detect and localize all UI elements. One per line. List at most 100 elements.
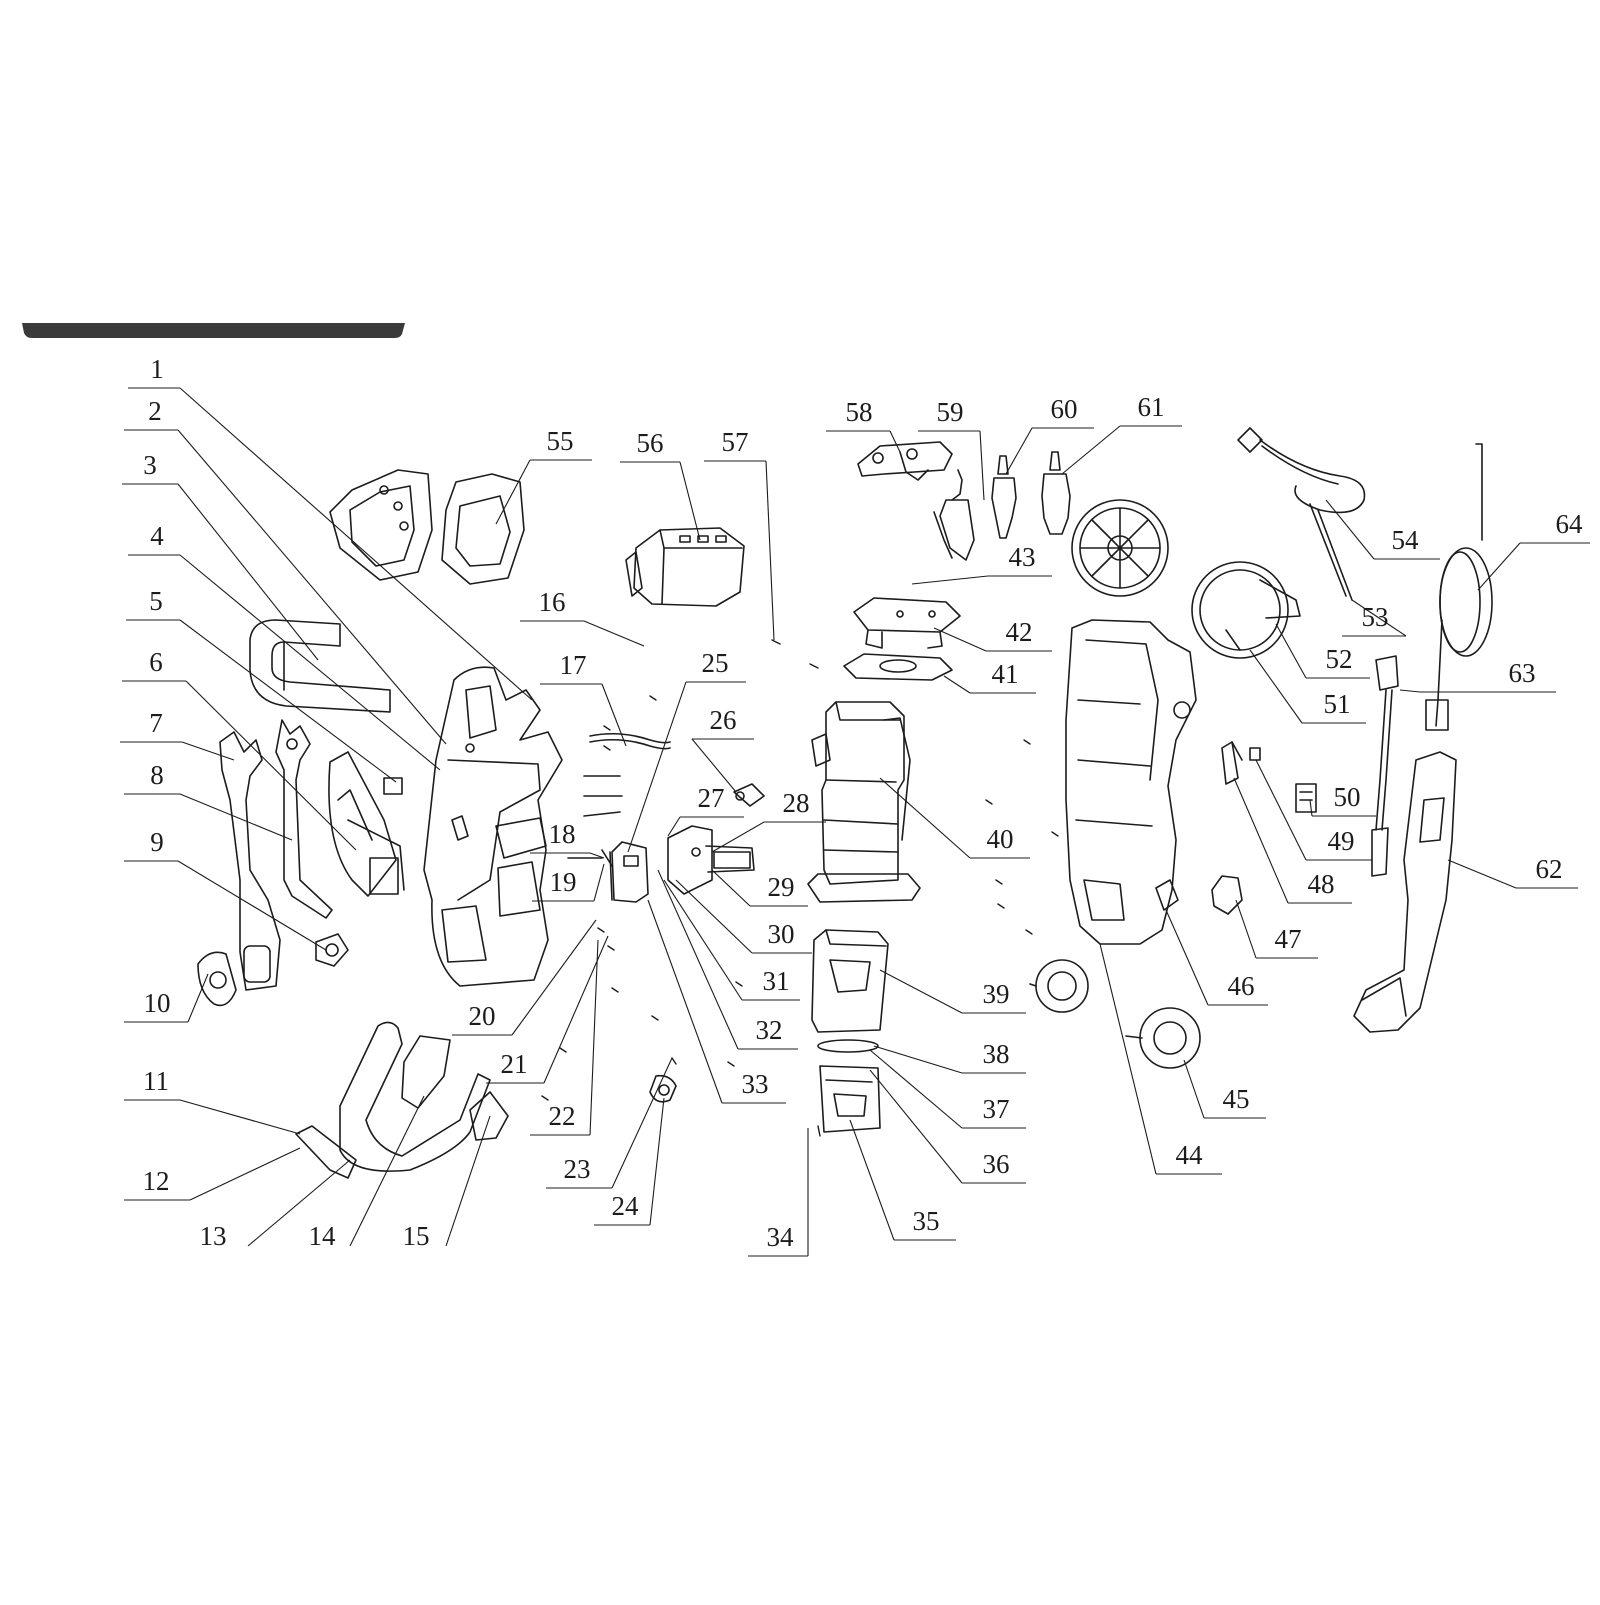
part-label-40: 40: [987, 824, 1014, 854]
part-label-16: 16: [539, 587, 566, 617]
part-37-oring: [817, 1039, 879, 1053]
callout-4: 4: [128, 521, 441, 771]
part-label-1: 1: [150, 354, 164, 384]
leader-line-57: [765, 460, 775, 641]
leader-line-17: [601, 683, 627, 747]
part-label-12: 12: [143, 1166, 170, 1196]
callout-58: 58: [826, 397, 901, 453]
part-label-21: 21: [501, 1049, 528, 1079]
leader-line-7: [181, 741, 235, 761]
callout-49: 49: [1255, 759, 1372, 861]
part-label-11: 11: [143, 1066, 169, 1096]
part-label-30: 30: [768, 919, 795, 949]
callout-25: 25: [627, 648, 746, 853]
part-50-label: [1295, 783, 1317, 813]
part-label-64: 64: [1556, 509, 1584, 539]
part-56-motor-box: [625, 527, 745, 607]
callout-53: 53: [1342, 599, 1407, 637]
callout-62: 62: [1447, 854, 1578, 889]
leader-line-12: [189, 1147, 301, 1201]
part-15-clip: [469, 1091, 509, 1141]
part-label-23: 23: [564, 1154, 591, 1184]
part-label-9: 9: [150, 827, 164, 857]
part-61-nozzle: [1041, 451, 1071, 535]
leader-line-64: [1477, 542, 1521, 591]
part-label-38: 38: [983, 1039, 1010, 1069]
part-label-25: 25: [702, 648, 729, 678]
callout-50: 50: [1309, 782, 1376, 817]
part-label-4: 4: [150, 521, 164, 551]
leader-line-3: [177, 483, 319, 661]
leader-line-47: [1235, 899, 1257, 959]
part-label-52: 52: [1326, 644, 1353, 674]
leader-line-52: [1275, 623, 1307, 679]
part-24-elbow: [649, 1074, 677, 1103]
part-label-34: 34: [767, 1222, 795, 1252]
part-10-cap: [197, 951, 237, 1007]
leader-line-49: [1255, 759, 1307, 861]
leader-line-10: [187, 973, 209, 1023]
part-60-nozzle: [991, 455, 1017, 539]
part-label-46: 46: [1228, 971, 1255, 1001]
part-51-wheel: [1071, 499, 1169, 597]
callout-37: 37: [869, 1049, 1026, 1129]
callout-13: 13: [200, 1159, 351, 1251]
leader-line-60: [1005, 427, 1033, 475]
callout-14: 14: [309, 1095, 425, 1251]
part-47-plug: [1211, 875, 1243, 915]
leader-line-20: [511, 919, 597, 1036]
part-9-knob: [315, 933, 349, 967]
leader-line-15: [445, 1115, 491, 1247]
leader-line-9: [177, 860, 327, 951]
callout-19: 19: [532, 863, 605, 902]
part-64-hose-coil: [1425, 443, 1493, 731]
leader-line-22: [589, 939, 599, 1136]
part-label-35: 35: [913, 1206, 940, 1236]
part-59-nozzle: [933, 469, 975, 561]
callout-51: 51: [1249, 649, 1366, 724]
callout-3: 3: [122, 450, 319, 661]
part-40-pump-motor: [807, 701, 921, 903]
part-58-bracket: [857, 441, 953, 481]
leader-line-38: [873, 1045, 963, 1074]
leader-line-55: [495, 459, 531, 525]
callout-9: 9: [124, 827, 327, 951]
part-label-10: 10: [144, 988, 171, 1018]
leader-line-32: [657, 869, 739, 1050]
part-label-7: 7: [149, 708, 163, 738]
leader-line-50: [1309, 799, 1313, 817]
part-label-61: 61: [1138, 392, 1165, 422]
callout-61: 61: [1061, 392, 1182, 475]
leader-line-31: [663, 879, 743, 1001]
callout-30: 30: [675, 879, 812, 954]
leader-line-13: [247, 1159, 351, 1247]
part-label-29: 29: [768, 872, 795, 902]
part-label-5: 5: [149, 586, 163, 616]
leader-line-35: [849, 1119, 895, 1241]
callout-33: 33: [647, 899, 786, 1104]
part-label-60: 60: [1051, 394, 1078, 424]
leader-line-40: [879, 777, 971, 859]
callout-39: 39: [879, 969, 1026, 1014]
part-7-arm: [219, 731, 281, 991]
leader-line-42: [933, 627, 987, 652]
part-label-56: 56: [637, 428, 664, 458]
part-label-57: 57: [722, 427, 749, 457]
part-label-45: 45: [1223, 1084, 1250, 1114]
callout-21: 21: [486, 935, 609, 1084]
leader-line-48: [1233, 777, 1289, 904]
callout-54: 54: [1325, 499, 1440, 560]
part-label-13: 13: [200, 1221, 227, 1251]
part-label-15: 15: [403, 1221, 430, 1251]
callout-55: 55: [495, 426, 592, 525]
callout-42: 42: [933, 617, 1052, 652]
leader-line-19: [593, 863, 605, 902]
part-label-24: 24: [612, 1191, 640, 1221]
callout-41: 41: [943, 659, 1036, 694]
leader-line-27: [667, 816, 681, 837]
part-label-17: 17: [560, 650, 587, 680]
leader-line-37: [869, 1049, 963, 1129]
part-label-53: 53: [1362, 602, 1389, 632]
part-label-8: 8: [150, 760, 164, 790]
